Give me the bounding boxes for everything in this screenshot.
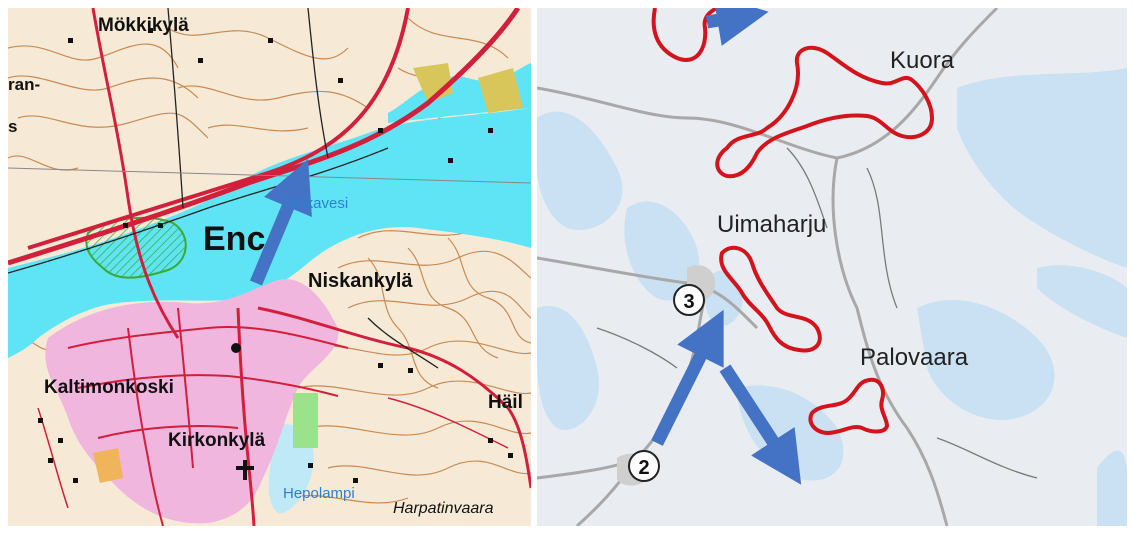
water-bodies <box>537 68 1127 526</box>
orange-field <box>93 448 123 483</box>
direction-arrow-north <box>651 309 724 446</box>
marker-2: 2 <box>628 450 660 482</box>
direction-arrow-southeast <box>719 364 802 485</box>
label-palovaara: Palovaara <box>860 344 969 371</box>
label-enonkoski-partial: Enc <box>203 220 265 258</box>
label-edge-bottom: s <box>8 117 17 136</box>
green-field <box>293 393 318 448</box>
label-niskavesi: Niskavesi <box>284 195 348 212</box>
building-markers <box>38 28 513 483</box>
label-harpatinvaara: Harpatinvaara <box>393 500 494 517</box>
regional-map-panel[interactable]: 3 2 Kuora Uimaharju Palovaara <box>537 8 1127 526</box>
label-hail-partial: Häil <box>488 392 523 413</box>
yellow-field-2 <box>478 68 523 113</box>
label-edge-top: ran- <box>8 75 40 94</box>
regional-roads <box>596 147 1038 479</box>
label-uimaharju: Uimaharju <box>717 211 826 238</box>
landmark-dot-icon <box>231 343 241 353</box>
label-hepolampi: Hepolampi <box>283 485 355 502</box>
marker-3-label: 3 <box>683 291 694 313</box>
topographic-map-panel[interactable]: Mökkikylä ran- s Enc Niskavesi Niskankyl… <box>8 8 531 526</box>
direction-arrow <box>250 159 312 286</box>
label-kirkonkyla: Kirkonkylä <box>168 430 266 451</box>
label-kuora: Kuora <box>890 47 955 74</box>
church-icon <box>236 460 254 480</box>
label-mokkikyla: Mökkikylä <box>98 15 189 36</box>
lake-water <box>8 108 531 358</box>
label-niskankyla: Niskankylä <box>308 270 413 292</box>
regional-map-svg: 3 2 Kuora Uimaharju Palovaara <box>537 8 1127 526</box>
label-kaltimonkoski: Kaltimonkoski <box>44 377 174 398</box>
marker-2-label: 2 <box>638 457 649 479</box>
topographic-map-svg: Mökkikylä ran- s Enc Niskavesi Niskankyl… <box>8 8 531 526</box>
marker-3: 3 <box>673 284 705 316</box>
direction-arrow-top <box>705 8 769 46</box>
